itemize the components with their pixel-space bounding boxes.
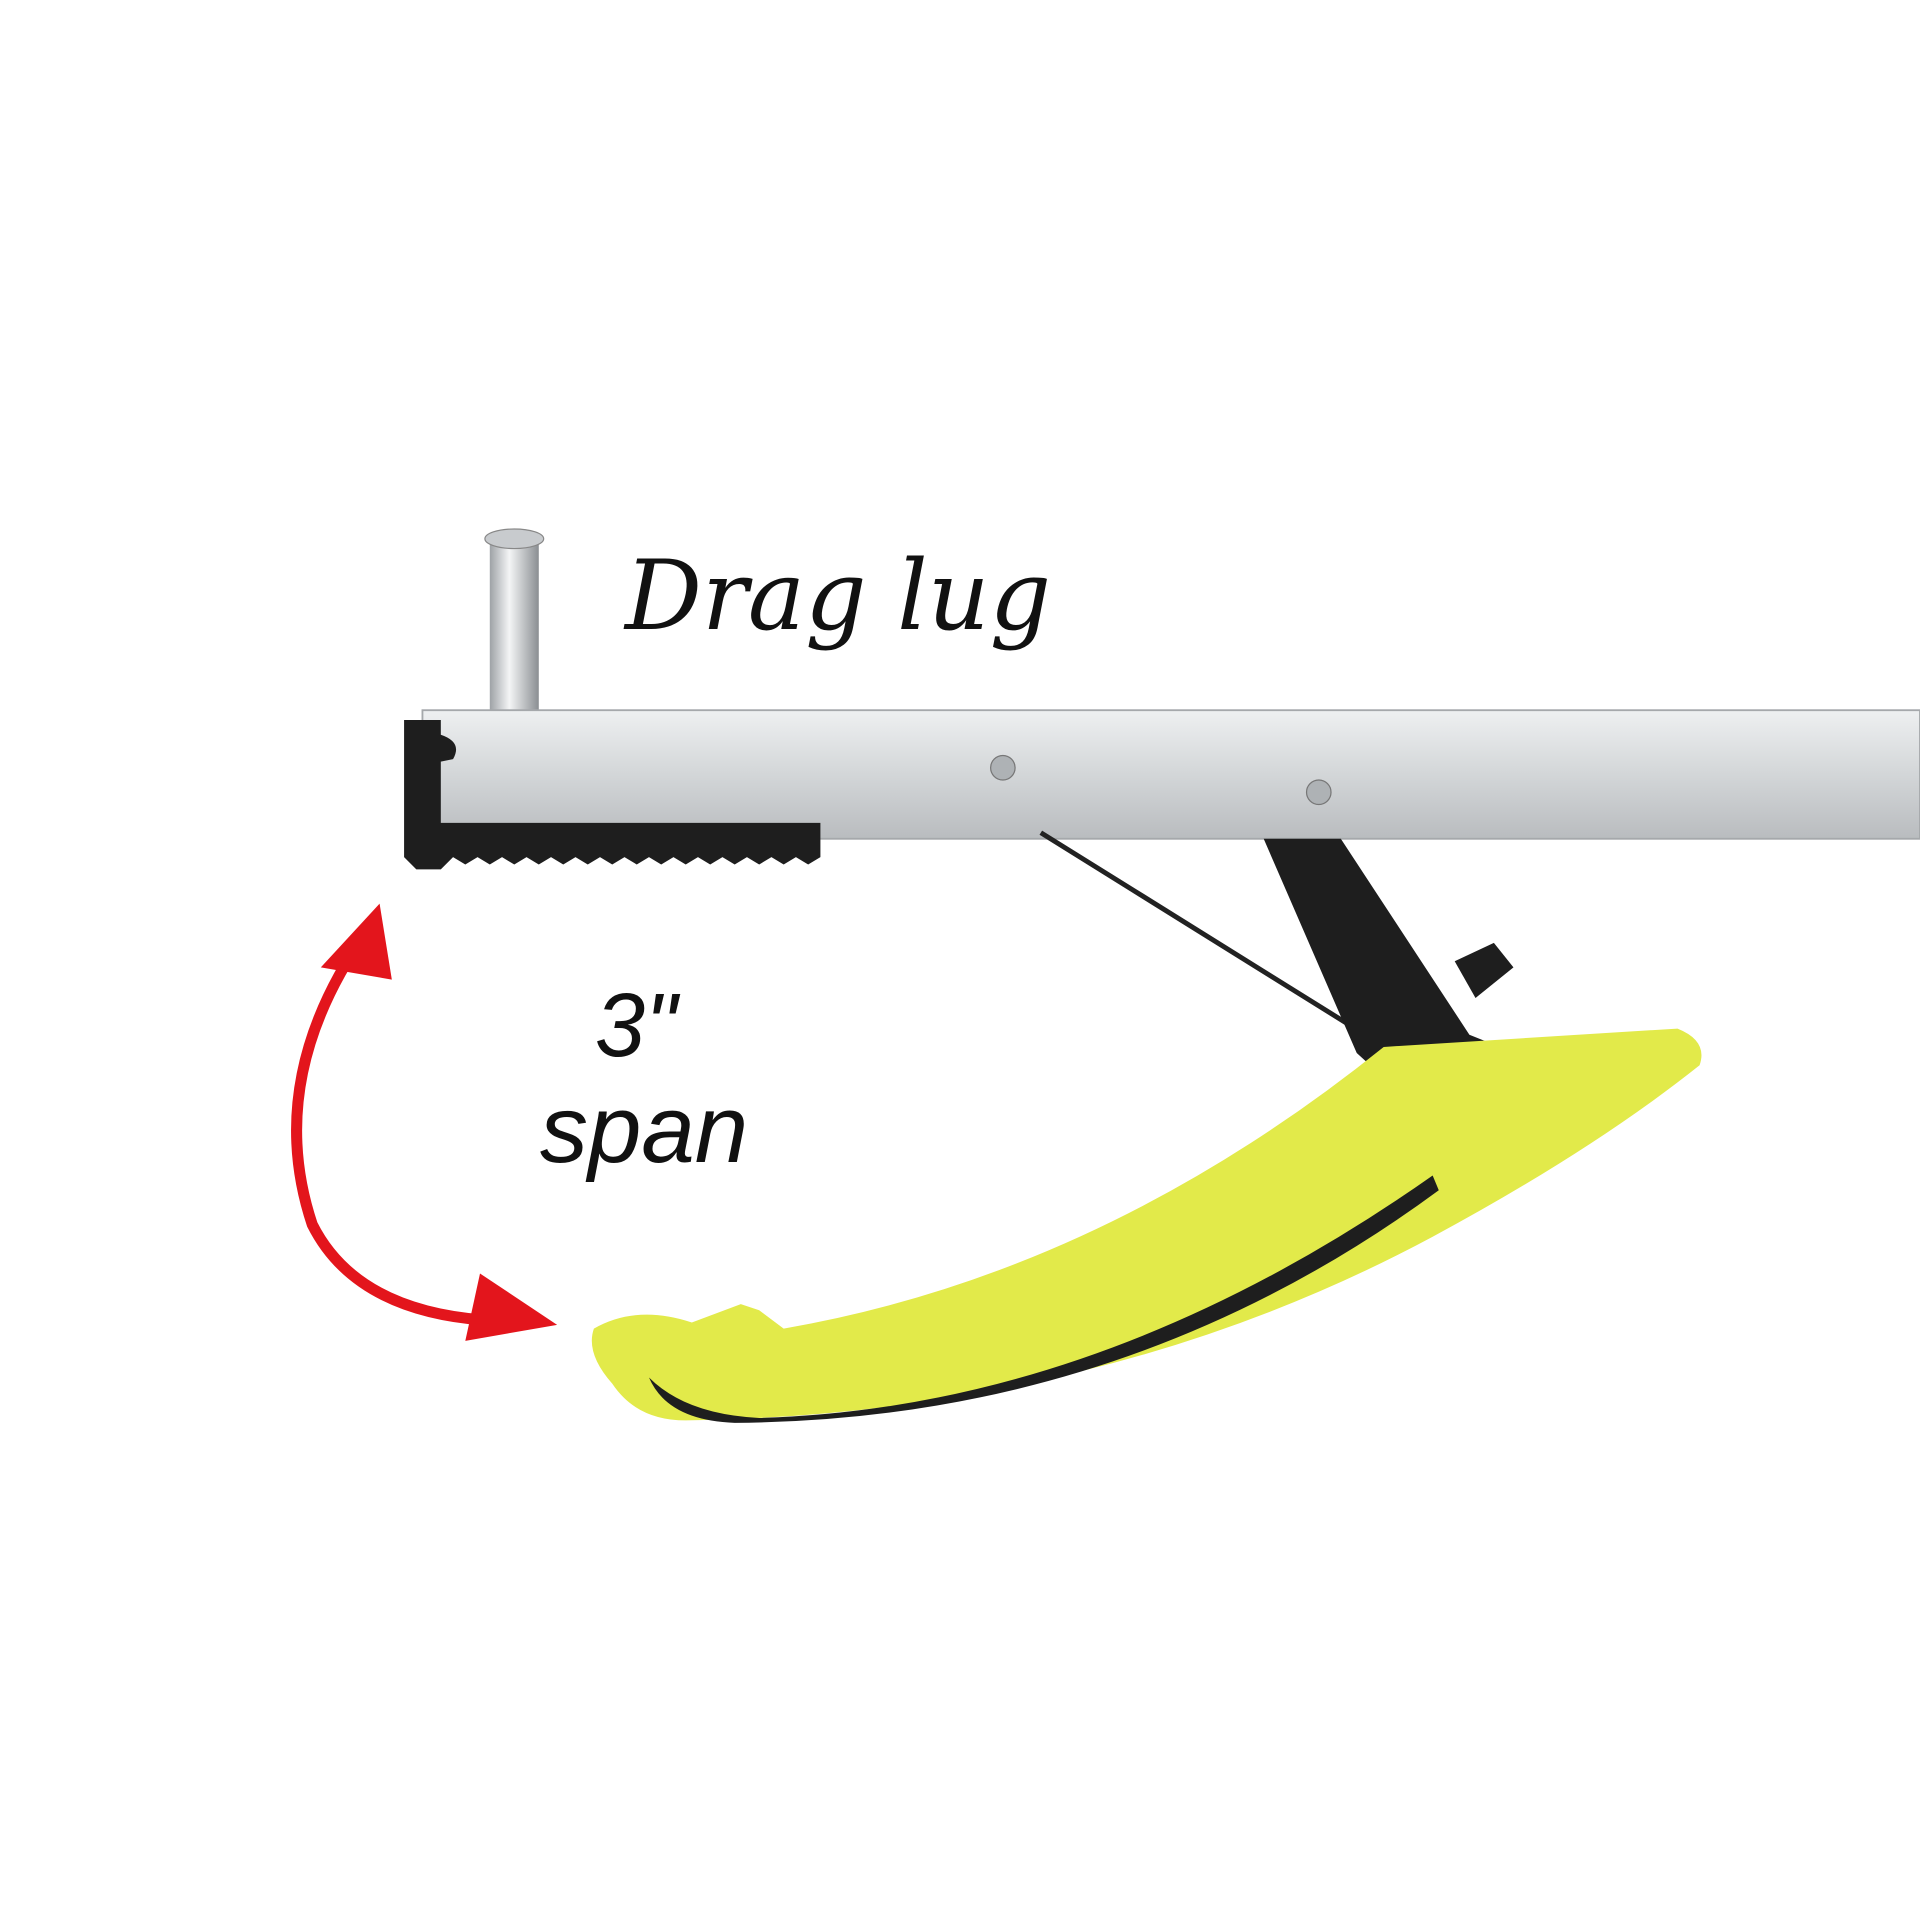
trigger-cable — [1039, 830, 1361, 1034]
rubber-jaw — [404, 720, 821, 870]
aluminum-shaft — [421, 709, 1920, 840]
span-word-label: span — [540, 1076, 749, 1183]
span-value-label: 3" — [595, 976, 678, 1076]
rivet — [1305, 779, 1332, 806]
trigger-lock-knob — [1454, 942, 1514, 998]
rivet — [990, 754, 1016, 781]
yellow-handle — [591, 1028, 1702, 1423]
drag-lug-pin — [484, 528, 545, 717]
drag-lug-label: Drag lug — [625, 540, 1052, 652]
trigger-stem — [1263, 838, 1500, 1078]
span-arrow — [291, 903, 558, 1341]
